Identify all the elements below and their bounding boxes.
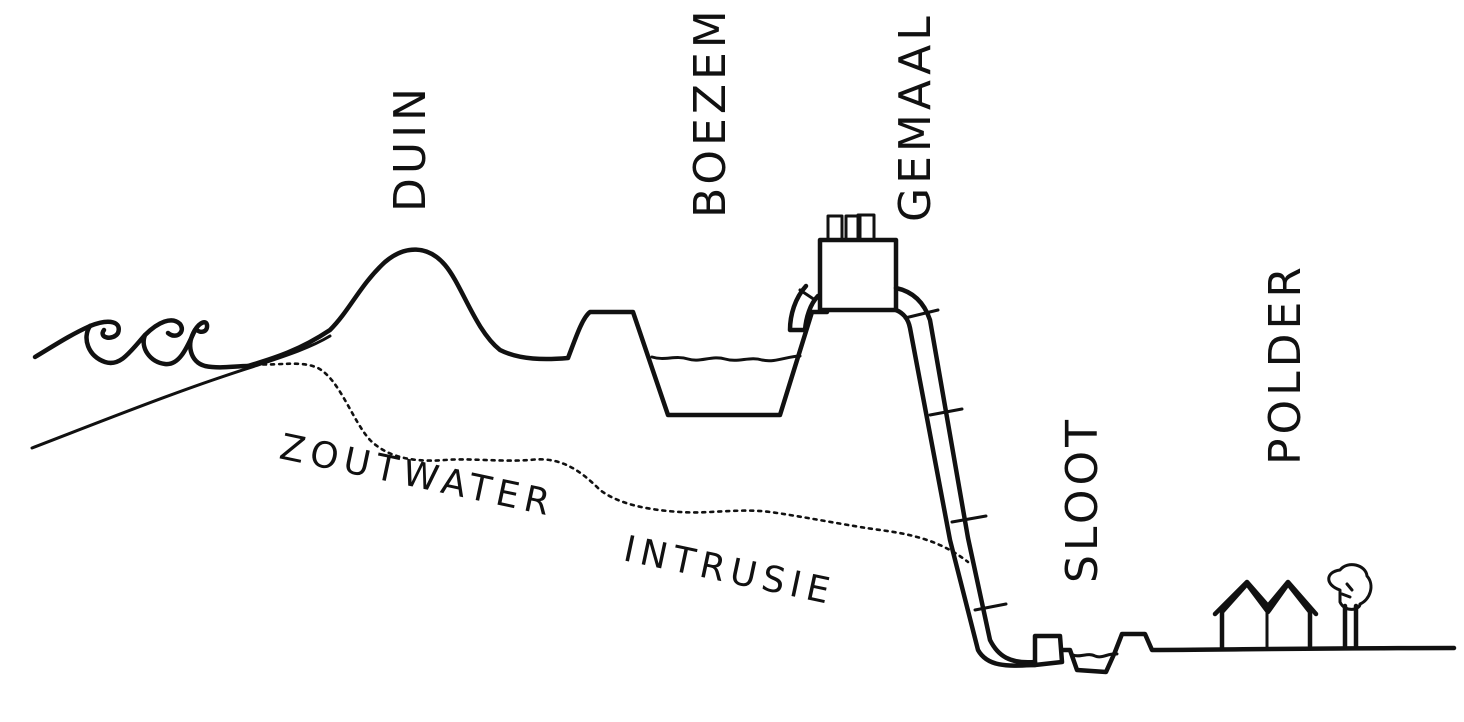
pumping-station-icon (787, 213, 899, 333)
saltwater-intrusion-line (253, 362, 970, 564)
waves-icon (32, 318, 251, 370)
label-zoutwater: ZOUTWATER (276, 427, 559, 525)
house-icon (1212, 579, 1319, 651)
label-sloot: SLOOT (1057, 416, 1108, 583)
pipe (893, 285, 1065, 668)
boezem-water (650, 354, 802, 363)
label-boezem: BOEZEM (685, 6, 736, 218)
beach-slope (30, 334, 332, 450)
tree-icon (1327, 563, 1373, 649)
sloot-water (1071, 652, 1119, 659)
dune-profile (245, 247, 830, 418)
polder-ground (1059, 631, 1457, 675)
label-duin: DUIN (385, 84, 436, 212)
label-intrusie: INTRUSIE (620, 529, 839, 614)
label-polder: POLDER (1260, 263, 1311, 465)
label-gemaal: GEMAAL (890, 12, 941, 222)
